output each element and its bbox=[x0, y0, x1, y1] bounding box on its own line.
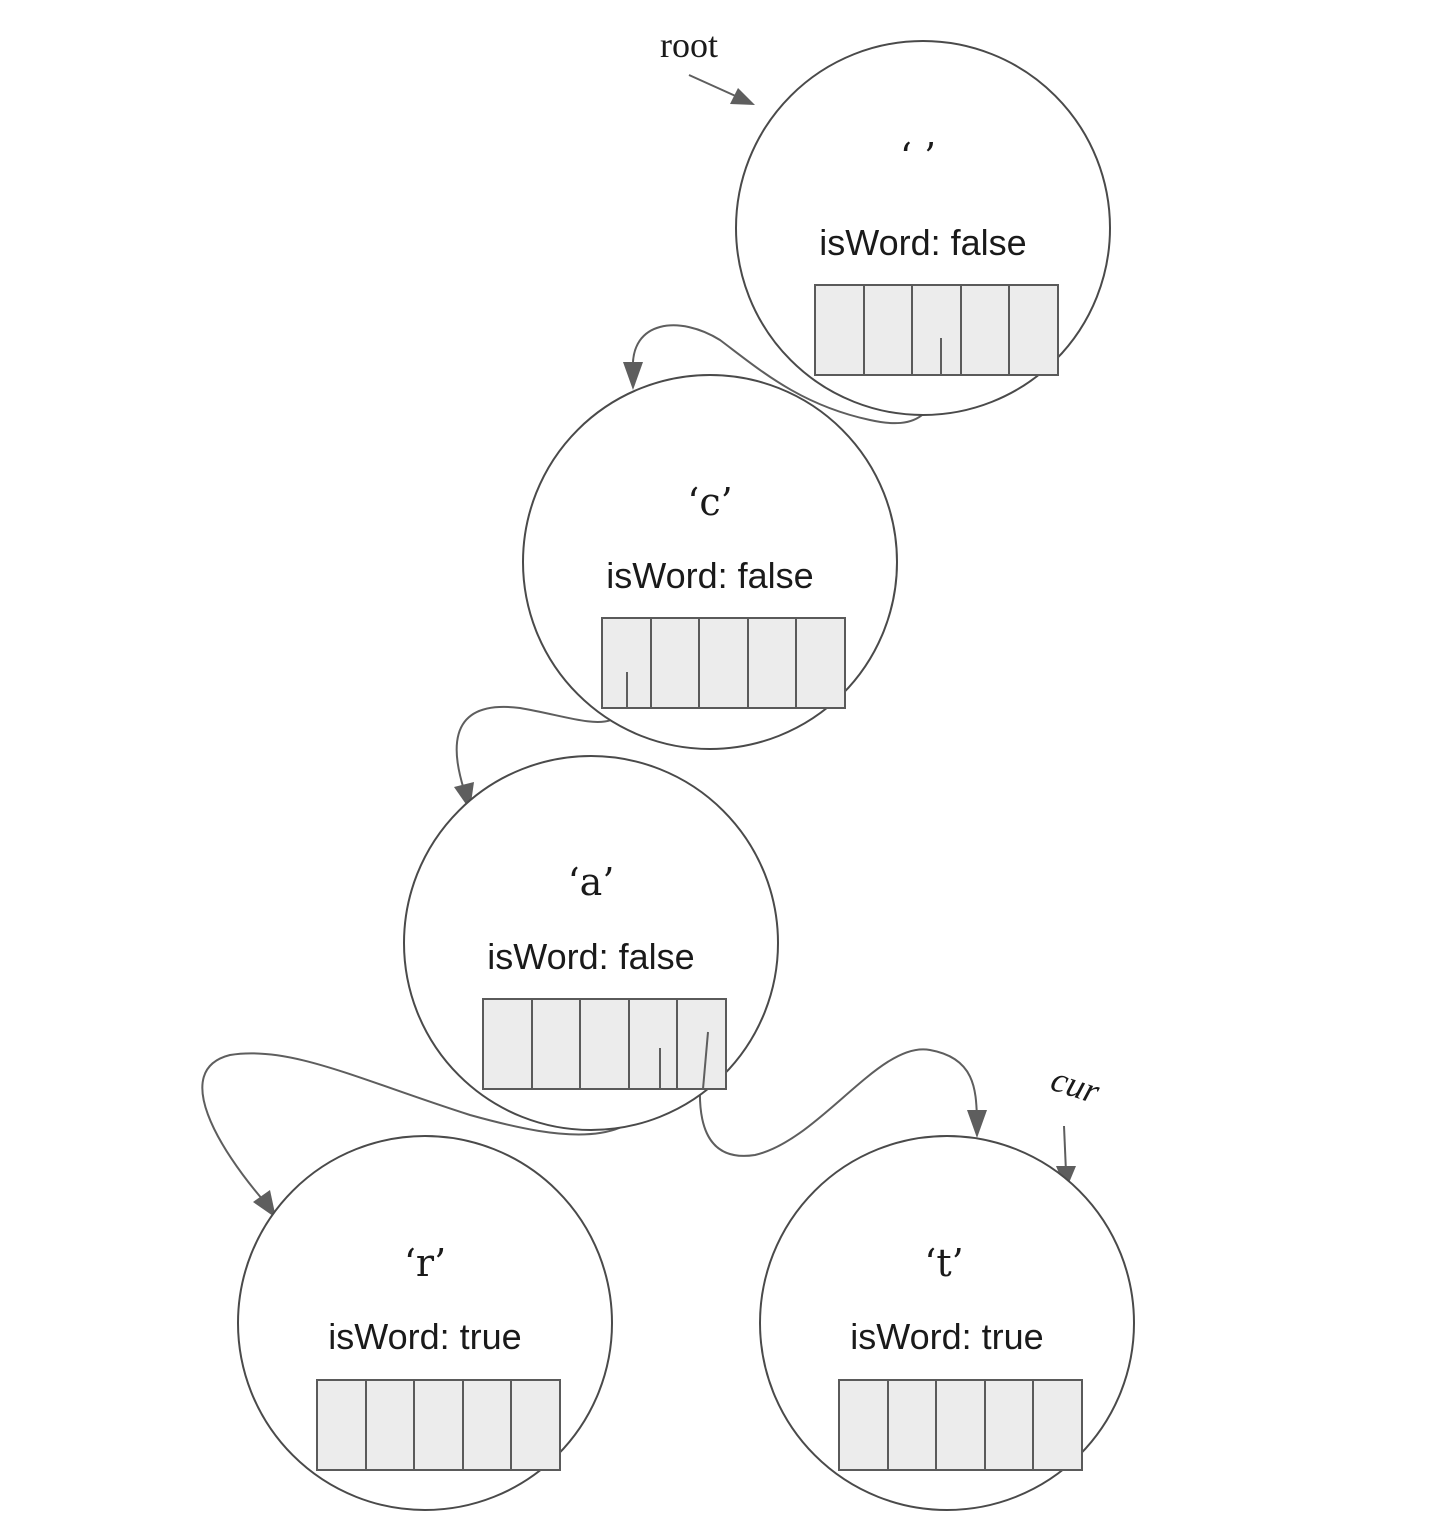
edge-a-to-t bbox=[698, 1031, 978, 1157]
child-slot bbox=[887, 1379, 937, 1471]
child-slot bbox=[863, 284, 913, 376]
cur-pointer-arrow bbox=[1063, 1125, 1067, 1173]
edge-a-to-t-arrowhead bbox=[967, 1110, 987, 1138]
node-char: ‘ ’ bbox=[900, 135, 936, 179]
child-slot bbox=[911, 284, 962, 376]
child-slot bbox=[482, 998, 533, 1090]
children-array bbox=[838, 1379, 1083, 1471]
child-slot bbox=[531, 998, 581, 1090]
child-slot bbox=[814, 284, 865, 376]
child-slot bbox=[698, 617, 749, 709]
children-array bbox=[814, 284, 1059, 376]
child-slot bbox=[984, 1379, 1034, 1471]
trie-node-c: ‘c’ isWord: false bbox=[522, 374, 898, 750]
child-slot bbox=[1032, 1379, 1083, 1471]
trie-node-t: ‘t’ isWord: true bbox=[759, 1135, 1135, 1511]
edge-a-to-r-arrowhead bbox=[253, 1190, 276, 1218]
node-isword: isWord: true bbox=[328, 1316, 521, 1357]
edge-tails bbox=[626, 338, 942, 1090]
node-isword: isWord: false bbox=[819, 222, 1026, 263]
edge-a-to-r bbox=[201, 1047, 662, 1201]
node-isword: isWord: true bbox=[850, 1316, 1043, 1357]
child-slot bbox=[365, 1379, 415, 1471]
child-slot bbox=[747, 617, 797, 709]
child-slot bbox=[960, 284, 1010, 376]
node-char: ‘r’ bbox=[404, 1241, 446, 1285]
child-slot bbox=[413, 1379, 464, 1471]
root-pointer-label: root bbox=[660, 25, 718, 65]
children-array bbox=[601, 617, 846, 709]
child-slot bbox=[628, 998, 678, 1090]
edge-root-to-c-arrowhead bbox=[623, 362, 643, 390]
node-isword: isWord: false bbox=[606, 555, 813, 596]
node-char: ‘t’ bbox=[924, 1241, 963, 1285]
child-slot bbox=[935, 1379, 986, 1471]
child-slot bbox=[676, 998, 727, 1090]
child-slot bbox=[510, 1379, 561, 1471]
node-isword: isWord: false bbox=[487, 936, 694, 977]
trie-node-root: ‘ ’ isWord: false bbox=[735, 40, 1111, 416]
child-slot bbox=[838, 1379, 889, 1471]
root-pointer-arrowhead bbox=[730, 88, 755, 105]
child-slot bbox=[650, 617, 700, 709]
child-slot bbox=[316, 1379, 367, 1471]
children-array bbox=[316, 1379, 561, 1471]
trie-node-a: ‘a’ isWord: false bbox=[403, 755, 779, 1131]
children-array bbox=[482, 998, 727, 1090]
trie-node-r: ‘r’ isWord: true bbox=[237, 1135, 613, 1511]
root-pointer-arrow bbox=[688, 74, 741, 99]
child-slot bbox=[579, 998, 630, 1090]
child-slot bbox=[1008, 284, 1059, 376]
node-char: ‘a’ bbox=[568, 860, 615, 904]
edge-tail-a-t bbox=[702, 1031, 709, 1090]
child-slot bbox=[795, 617, 846, 709]
node-char: ‘c’ bbox=[687, 480, 732, 524]
cur-pointer-label: cur bbox=[1046, 1059, 1105, 1112]
child-slot bbox=[462, 1379, 512, 1471]
